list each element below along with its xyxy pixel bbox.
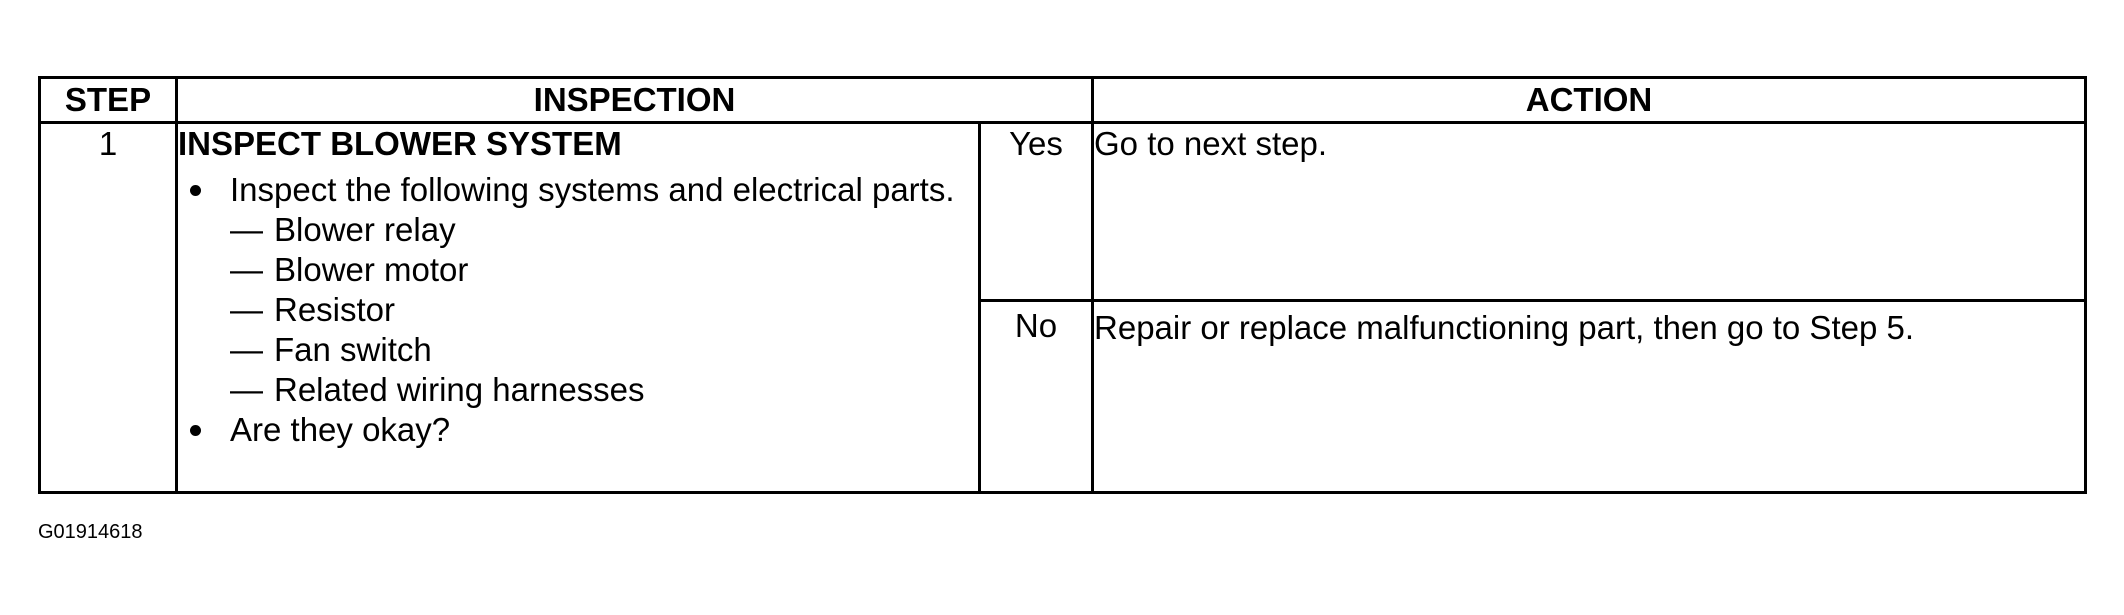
action-yes: Go to next step. <box>1091 121 2087 302</box>
action-no: Repair or replace malfunctioning part, t… <box>1091 298 2087 495</box>
list-item: — Related wiring harnesses <box>230 370 978 410</box>
inspection-bullets: Inspect the following systems and electr… <box>178 170 978 450</box>
bullet-icon <box>190 185 201 196</box>
bullet-icon <box>190 425 201 436</box>
dash-prefix: — <box>230 371 263 408</box>
step-number: 1 <box>38 121 178 494</box>
inspection-title: INSPECT BLOWER SYSTEM <box>178 125 622 162</box>
table-row: 1 INSPECT BLOWER SYSTEM Inspect the foll… <box>38 121 2087 494</box>
sub-item-text: Blower relay <box>274 211 456 248</box>
answer-yes: Yes <box>977 121 1095 302</box>
sub-item-text: Blower motor <box>274 251 469 288</box>
table-row: No Repair or replace malfunctioning part… <box>40 298 2087 495</box>
sub-items: — Blower relay — Blower motor — Resistor — F… <box>230 210 978 410</box>
dash-prefix: — <box>230 211 263 248</box>
list-item: — Blower motor <box>230 250 978 290</box>
table-header-row: STEP INSPECTION ACTION <box>38 76 2087 124</box>
dash-prefix: — <box>230 251 263 288</box>
list-item: — Resistor <box>230 290 978 330</box>
dash-prefix: — <box>230 331 263 368</box>
list-item: — Blower relay <box>230 210 978 250</box>
dash-prefix: — <box>230 291 263 328</box>
diagnostic-table: STEP INSPECTION ACTION 1 INSPECT BLOWER … <box>38 76 2087 495</box>
sub-item-text: Fan switch <box>274 331 432 368</box>
header-action: ACTION <box>1091 76 2087 124</box>
list-item: Inspect the following systems and electr… <box>178 170 978 410</box>
bullet-text: Inspect the following systems and electr… <box>230 171 955 208</box>
sub-item-text: Resistor <box>274 291 396 328</box>
header-step: STEP <box>38 76 178 124</box>
bullet-text: Are they okay? <box>230 411 451 448</box>
list-item: — Fan switch <box>230 330 978 370</box>
list-item: Are they okay? <box>178 410 978 450</box>
inspection-cell: INSPECT BLOWER SYSTEM Inspect the follow… <box>175 121 981 494</box>
sub-item-text: Related wiring harnesses <box>274 371 645 408</box>
header-inspection: INSPECTION <box>174 76 1095 124</box>
answer-no: No <box>977 298 1095 495</box>
figure-id: G01914618 <box>38 521 143 543</box>
